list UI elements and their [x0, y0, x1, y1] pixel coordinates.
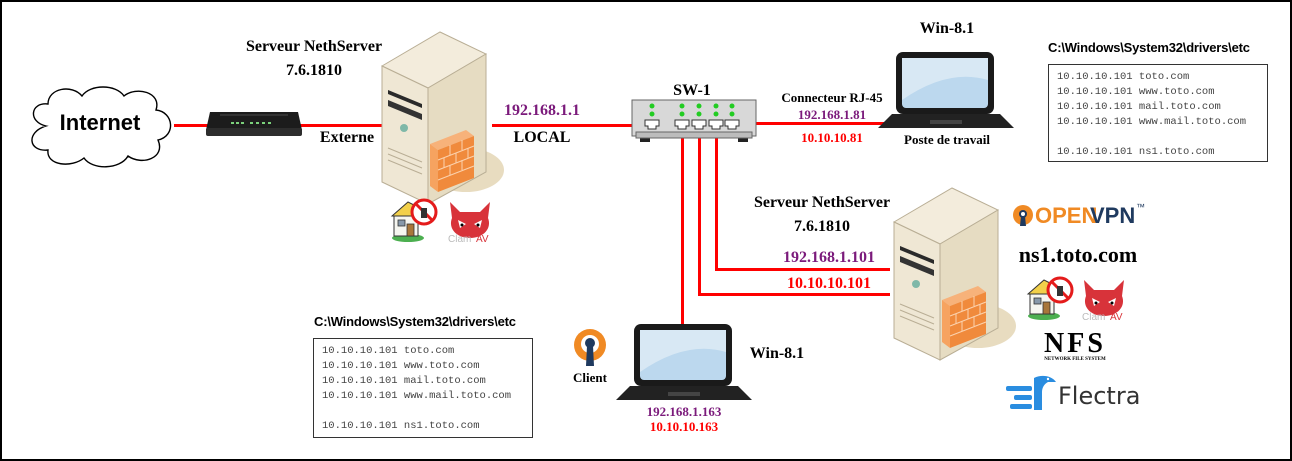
hosts-bottom-file: 10.10.10.101 toto.com 10.10.10.101 www.t…: [313, 338, 533, 438]
external-interface-label: Externe: [319, 129, 375, 146]
wire-switch-ns1-lan: [715, 128, 718, 271]
ns1-server-title: Serveur NethServer: [753, 194, 891, 211]
rj45-connector-label: Connecteur RJ-45: [781, 90, 883, 105]
hosts-line: 10.10.10.101 toto.com: [322, 345, 455, 357]
vpn-client-label: Client: [573, 370, 607, 385]
hosts-line: 10.10.10.101 mail.toto.com: [1057, 101, 1221, 113]
wire-internet-modem: [174, 124, 208, 127]
workstation-laptop-icon: [878, 50, 1014, 130]
wire-switch-ns1-vpn-h: [698, 293, 890, 296]
nfs-text: NFS: [1044, 328, 1106, 359]
workstation-lan-ip: 192.168.1.81: [797, 107, 867, 122]
gateway-local-ip: 192.168.1.1: [504, 102, 580, 119]
wire-gateway-switch: [492, 124, 644, 127]
openvpn-tm: ™: [1136, 202, 1145, 212]
gateway-server-version: 7.6.1810: [286, 62, 342, 79]
openvpn-client-icon: [572, 328, 608, 368]
workstation-title: Win-8.1: [919, 20, 975, 37]
vpn-client-lan-ip: 192.168.1.163: [646, 404, 722, 419]
hosts-line: 10.10.10.101 ns1.toto.com: [322, 420, 480, 432]
clamav-icon: Clam AV: [446, 198, 494, 245]
wire-switch-ns1-vpn: [698, 128, 701, 296]
ns1-server-version: 7.6.1810: [794, 218, 850, 235]
workstation-caption: Poste de travail: [904, 132, 990, 147]
gateway-server-title: Serveur NethServer: [245, 38, 383, 55]
local-interface-label: LOCAL: [513, 129, 571, 146]
nfs-logo: NFS NETWORK FILE SYSTEM: [1032, 328, 1118, 366]
switch-icon: [631, 99, 757, 142]
hosts-top-title: C:\Windows\System32\drivers\etc: [1048, 40, 1250, 55]
hosts-line: 10.10.10.101 toto.com: [1057, 71, 1190, 83]
openvpn-logo: OPEN VPN ™: [1010, 202, 1150, 230]
hosts-line-blank: [1057, 130, 1259, 145]
ns1-vpn-ip: 10.10.10.101: [787, 275, 871, 292]
vpn-client-vpn-ip: 10.10.10.163: [649, 419, 719, 434]
hosts-line: 10.10.10.101 www.mail.toto.com: [1057, 116, 1247, 128]
flectra-text: Flectra: [1058, 382, 1141, 410]
hosts-line-blank: [322, 404, 524, 419]
nfs-subtext: NETWORK FILE SYSTEM: [1044, 357, 1106, 362]
hosts-line: 10.10.10.101 www.toto.com: [1057, 86, 1215, 98]
hotspot-block-icon: [390, 198, 438, 242]
hosts-line: 10.10.10.101 ns1.toto.com: [1057, 146, 1215, 158]
wire-switch-workstation: [740, 122, 892, 125]
openvpn-open-text: OPEN: [1035, 203, 1098, 228]
openvpn-vpn-text: VPN: [1090, 203, 1136, 228]
svg-text:Clam: Clam: [1082, 312, 1105, 323]
cloud-icon: [31, 86, 172, 168]
hosts-top-file: 10.10.10.101 toto.com 10.10.10.101 www.t…: [1048, 64, 1268, 162]
ns1-hotspot-block-icon: [1026, 276, 1074, 320]
gateway-server-icon: [374, 31, 504, 205]
hosts-line: 10.10.10.101 www.mail.toto.com: [322, 390, 512, 402]
ns1-server-icon: [886, 187, 1016, 361]
ns1-hostname: ns1.toto.com: [1018, 242, 1138, 267]
openvpn-keyhole-icon: [1013, 205, 1033, 226]
hosts-line: 10.10.10.101 www.toto.com: [322, 360, 480, 372]
hosts-bottom-title: C:\Windows\System32\drivers\etc: [314, 314, 516, 329]
internet-label: Internet: [59, 110, 141, 135]
ns1-lan-ip: 192.168.1.101: [783, 249, 875, 266]
wire-switch-ns1-lan-h: [715, 268, 890, 271]
internet-cloud: Internet: [24, 82, 176, 170]
svg-text:AV: AV: [1110, 312, 1123, 323]
hosts-line: 10.10.10.101 mail.toto.com: [322, 375, 486, 387]
router-modem-icon: [206, 106, 302, 138]
flectra-logo: Flectra: [1004, 372, 1152, 416]
wire-modem-gateway: [300, 124, 382, 127]
workstation-vpn-ip: 10.10.10.81: [801, 130, 863, 145]
vpn-client-laptop-icon: [616, 322, 752, 402]
vpn-client-title: Win-8.1: [749, 345, 805, 362]
switch-label: SW-1: [673, 82, 711, 99]
svg-text:Clam: Clam: [448, 234, 471, 245]
flectra-bird-icon: [1006, 375, 1056, 410]
wire-switch-vpn-client: [681, 128, 684, 324]
ns1-clamav-icon: Clam AV: [1080, 276, 1128, 323]
svg-text:AV: AV: [476, 234, 489, 245]
